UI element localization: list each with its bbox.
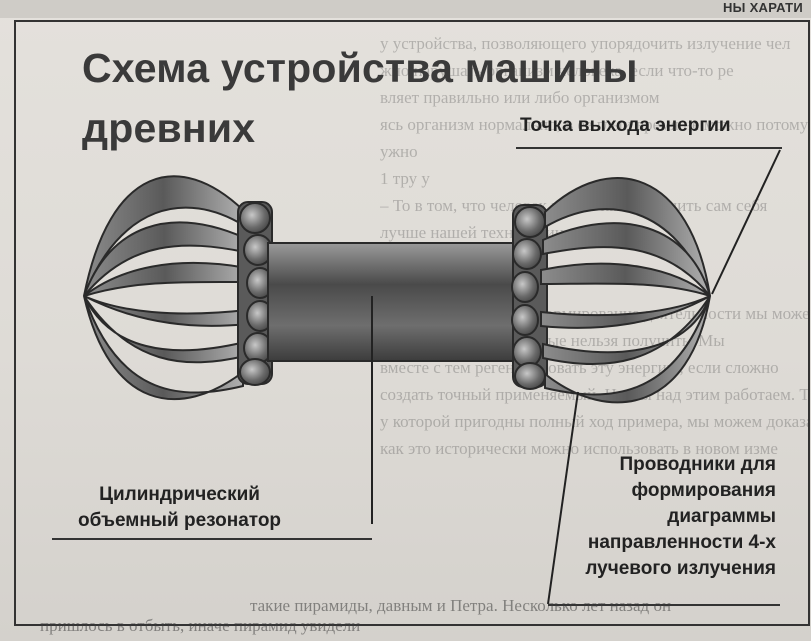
energy-exit-underline xyxy=(516,147,782,149)
label-resonator-line-1: Цилиндрический xyxy=(99,484,260,505)
background-text-line: у устройства, позволяющего упорядочить и… xyxy=(380,34,791,53)
background-text-line: 1 тру у xyxy=(380,169,430,188)
left-petal-6 xyxy=(83,295,244,401)
cylindrical-resonator xyxy=(267,242,519,362)
background-text-line: у которой пригодны полный ход примера, м… xyxy=(380,412,810,431)
page-header-strip: НЫ ХАРАТИ xyxy=(0,0,811,18)
background-text-line: ясь организм нормально, в ее глыи время … xyxy=(380,115,809,134)
background-text-line: жно нарушать организм человека, если что… xyxy=(380,61,734,80)
background-text-line: ужно xyxy=(380,142,418,161)
right-emitter xyxy=(540,177,711,404)
figure-frame xyxy=(14,20,810,626)
title-line-2: древних xyxy=(82,105,256,151)
left-emitter xyxy=(83,175,248,401)
running-head: НЫ ХАРАТИ xyxy=(722,0,803,15)
footer-body-text: такие пирамиды, давным и Петра. Нескольк… xyxy=(0,596,811,641)
label-conductors-line-2: формирования xyxy=(631,480,776,502)
resonator-underline xyxy=(52,538,372,540)
pointer-energy-exit xyxy=(711,149,781,295)
right-collar xyxy=(511,204,548,390)
label-conductors-line-1: Проводники для xyxy=(619,454,776,475)
label-conductors-line-5: лучевого излучения xyxy=(585,558,776,580)
label-energy-exit: Точка выхода энергии xyxy=(520,115,731,136)
right-petal-4 xyxy=(540,295,711,329)
diagram-title: Схема устройства машины древних xyxy=(82,38,638,158)
left-collar xyxy=(237,201,274,386)
label-resonator-line-2: объемный резонатор xyxy=(78,509,282,531)
footer-line-1: такие пирамиды, давным и Петра. Нескольк… xyxy=(250,596,672,615)
title-line-1: Схема устройства машины xyxy=(82,45,638,91)
label-conductors-line-3: диаграммы xyxy=(667,506,776,528)
label-conductors: Проводники для формирования диаграммы на… xyxy=(548,452,776,582)
right-petal-6 xyxy=(544,295,711,404)
left-petal-4 xyxy=(83,295,248,327)
background-text-line: как это исторически можно использовать в… xyxy=(380,439,778,458)
pointer-conductors xyxy=(547,391,579,605)
footer-line-2: пришлось в отбыть, иначе пирамид увидели xyxy=(40,616,361,635)
background-text-line: вляет правильно или либо организмом xyxy=(380,88,660,107)
label-conductors-line-4: направленности 4-х xyxy=(587,532,776,554)
label-resonator: Цилиндрический объемный резонатор xyxy=(78,482,281,533)
conductors-underline xyxy=(548,604,780,606)
pointer-lines xyxy=(371,149,781,605)
